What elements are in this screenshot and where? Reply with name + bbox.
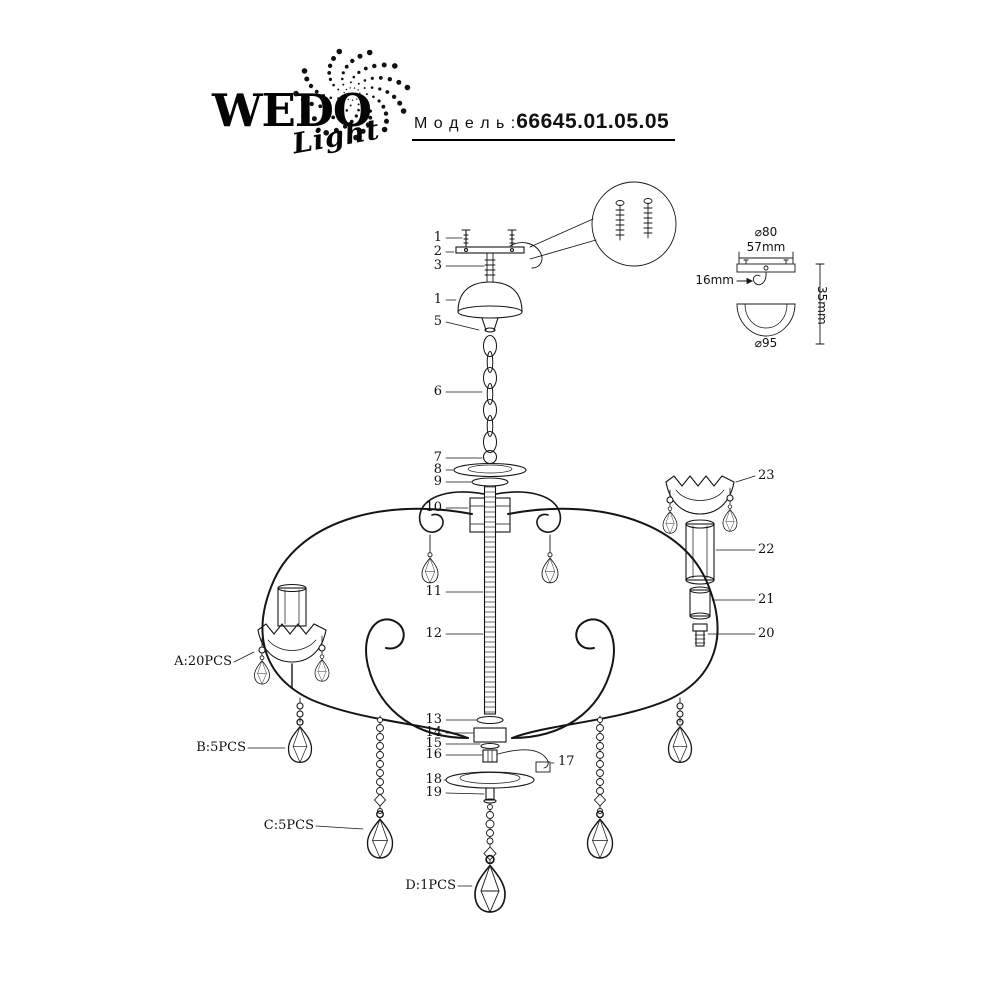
diagram-geometry bbox=[233, 181, 825, 913]
central-rod bbox=[483, 485, 497, 715]
callout-part-2: 2 bbox=[433, 244, 442, 259]
callout-part-12: 12 bbox=[425, 626, 442, 641]
callout-part-1b: 1 bbox=[433, 292, 442, 307]
callout-part-14: 14 bbox=[425, 725, 442, 740]
callout-part-3: 3 bbox=[433, 258, 442, 273]
dim-hook-length: 16mm bbox=[695, 273, 734, 287]
screw-detail-circle bbox=[529, 181, 677, 267]
count-c-crystals: C:5PCS bbox=[263, 818, 314, 833]
model-number: 66645.01.05.05 bbox=[516, 110, 670, 133]
callout-part-19: 19 bbox=[425, 785, 442, 800]
callout-part-1: 1 bbox=[433, 230, 442, 245]
callout-part-23: 23 bbox=[758, 468, 775, 483]
bead-strand-left bbox=[373, 715, 387, 814]
dim-canopy-diameter: ⌀95 bbox=[754, 336, 778, 350]
logo-dot-swirl bbox=[293, 48, 411, 141]
ceiling-mount bbox=[455, 229, 543, 333]
callout-part-9: 9 bbox=[433, 474, 442, 489]
count-d-crystals: D:1PCS bbox=[405, 878, 456, 893]
dim-canopy-height: 35mm bbox=[815, 286, 829, 325]
callout-part-18: 18 bbox=[425, 772, 442, 787]
callout-part-8: 8 bbox=[433, 462, 442, 477]
callout-part-21: 21 bbox=[758, 592, 775, 607]
upper-scrolls bbox=[418, 491, 562, 533]
main-arms bbox=[261, 507, 719, 739]
callout-part-22: 22 bbox=[758, 542, 775, 557]
bottom-stack bbox=[445, 715, 551, 804]
callout-part-17: 17 bbox=[558, 754, 575, 769]
callout-part-20: 20 bbox=[758, 626, 775, 641]
brand-logo-text: WEDO bbox=[212, 84, 372, 137]
model-label: М о д е л ь : bbox=[414, 115, 517, 132]
bead-strand-right bbox=[593, 715, 607, 814]
bottom-finial bbox=[483, 802, 497, 863]
callout-part-11: 11 bbox=[425, 584, 442, 599]
callout-part-7: 7 bbox=[433, 450, 442, 465]
callout-part-16: 16 bbox=[425, 747, 442, 762]
dim-bracket-width: 57mm bbox=[746, 240, 786, 254]
callout-part-6: 6 bbox=[433, 384, 442, 399]
count-a-crystals: A:20PCS bbox=[174, 654, 232, 669]
callout-part-10: 10 bbox=[425, 500, 442, 515]
left-candle-cup bbox=[257, 583, 327, 689]
hanging-chain bbox=[483, 335, 497, 453]
callout-part-5: 5 bbox=[433, 314, 442, 329]
leader-lines bbox=[233, 237, 756, 887]
model-line: М о д е л ь : 66645.01.05.05 bbox=[412, 110, 676, 141]
callout-part-15: 15 bbox=[425, 736, 442, 751]
dim-top-diameter: ⌀80 bbox=[754, 225, 778, 239]
canopy-dimension-detail bbox=[736, 251, 825, 345]
callout-part-13: 13 bbox=[425, 712, 442, 727]
count-b-crystals: B:5PCS bbox=[196, 740, 246, 755]
candle-exploded-detail bbox=[665, 475, 735, 647]
